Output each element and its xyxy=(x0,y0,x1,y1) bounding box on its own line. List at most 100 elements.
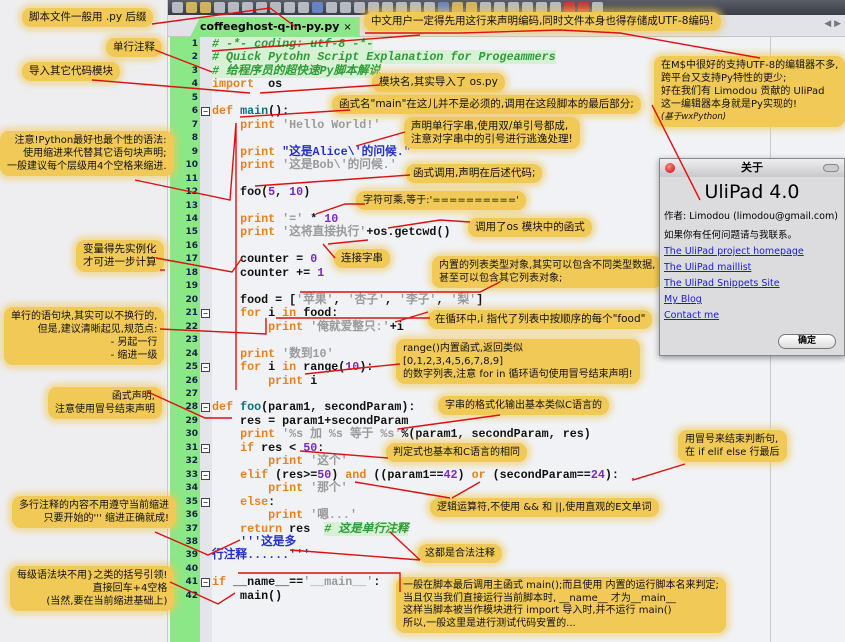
tab-scroll-arrows[interactable]: ◀ ▶ xyxy=(824,19,841,29)
save-icon[interactable] xyxy=(214,2,225,13)
code-token: main() xyxy=(212,588,283,603)
check-icon[interactable] xyxy=(592,2,603,13)
copy-icon[interactable] xyxy=(284,2,295,13)
cut-icon[interactable] xyxy=(270,2,281,13)
code-line[interactable]: print '这将直接执行'+os.getcwd() xyxy=(212,226,450,239)
code-line[interactable]: main() xyxy=(212,588,283,603)
link-snippets[interactable]: The UliPad Snippets Site xyxy=(664,278,780,289)
run-icon[interactable] xyxy=(522,2,533,13)
forward-icon[interactable] xyxy=(382,2,393,13)
code-line[interactable]: foo(5, 10) xyxy=(212,185,310,199)
code-token: print xyxy=(240,158,283,173)
tab-file[interactable]: coffeeghost-q-in-py.py× xyxy=(190,17,360,37)
code-token: food: xyxy=(296,306,339,321)
print-icon[interactable] xyxy=(242,2,253,13)
code-line[interactable]: print '俺就爱整只:'+i xyxy=(212,319,404,334)
panel-icon[interactable] xyxy=(410,2,421,13)
code-line[interactable]: # Quick Pytohn Script Explanation for Pr… xyxy=(212,50,556,65)
line-number: 19 xyxy=(185,281,198,292)
link-contact[interactable]: Contact me xyxy=(664,310,720,321)
code-line[interactable]: print '=' * 10 xyxy=(212,211,338,226)
close-button[interactable] xyxy=(665,163,675,173)
stop-icon[interactable] xyxy=(550,2,561,13)
fold-toggle-icon[interactable]: − xyxy=(201,107,210,117)
code-line[interactable]: print 'Hello World!' xyxy=(212,117,380,132)
window-icon[interactable] xyxy=(396,2,407,13)
fold-toggle-icon[interactable]: − xyxy=(201,578,210,588)
paste-icon[interactable] xyxy=(298,2,309,13)
fold-toggle-icon[interactable]: − xyxy=(201,403,210,413)
code-line[interactable]: print '嗯...' xyxy=(212,508,357,523)
code-line[interactable]: print '这是Bob\'的问候.' xyxy=(212,158,397,173)
close-icon[interactable]: × xyxy=(343,22,352,33)
undo-icon[interactable] xyxy=(312,2,323,13)
code-token xyxy=(212,320,268,334)
ok-button[interactable]: 确定 xyxy=(778,334,836,349)
tag-icon[interactable] xyxy=(466,2,477,13)
wrap-icon[interactable] xyxy=(494,2,505,13)
code-token: in xyxy=(282,306,297,321)
code-line[interactable]: print '这个' xyxy=(212,455,348,468)
code-line[interactable]: print '%s 加 %s 等于 %s'%(param1, secondPar… xyxy=(212,428,591,441)
run-args-icon[interactable] xyxy=(536,2,547,13)
code-line[interactable]: # 给程序员的超快速Py脚本解说 xyxy=(212,63,381,78)
link-homepage[interactable]: The UliPad project homepage xyxy=(664,246,804,257)
code-line[interactable]: print "这是Alice\'的问候." xyxy=(212,145,411,159)
code-line[interactable]: else: xyxy=(212,495,275,509)
link-maillist[interactable]: The UliPad maillist xyxy=(664,262,752,273)
code-line[interactable]: def foo(param1, secondParam): xyxy=(212,401,415,414)
code-line[interactable]: # -*- coding: utf-8 -*- xyxy=(212,37,374,51)
callout-range: range()内置函式,返回类似 [0,1,2,3,4,5,6,7,8,9] 的… xyxy=(396,339,640,384)
code-line[interactable]: counter = 0 xyxy=(212,253,317,266)
code-line[interactable]: res = param1+secondParam xyxy=(212,414,408,428)
code-line[interactable]: print '数到10' xyxy=(212,347,334,361)
new-file-icon[interactable] xyxy=(172,2,183,13)
fold-toggle-icon[interactable]: − xyxy=(201,443,210,453)
fold-toggle-icon[interactable]: − xyxy=(201,470,210,480)
shell-icon[interactable] xyxy=(438,2,449,13)
code-line[interactable]: return res # 这是单行注释 xyxy=(212,521,409,536)
code-token: '这个' xyxy=(310,454,348,469)
code-line[interactable]: food = ['苹果', '杏子', '李子', '梨'] xyxy=(212,292,483,307)
snippet-icon[interactable] xyxy=(452,2,463,13)
code-token xyxy=(212,454,268,468)
save-all-icon[interactable] xyxy=(228,2,239,13)
code-line[interactable]: for i in range(10): xyxy=(212,360,373,375)
fold-toggle-icon[interactable]: − xyxy=(201,363,210,373)
code-line[interactable]: print i xyxy=(212,374,317,388)
callout-encoding: 中文用户一定得先用这行来声明编码,同时文件本身也得存储成UTF-8编码! xyxy=(364,12,721,31)
callout-var-init: 变量得先实例化 才可进一步计算 xyxy=(76,240,164,272)
open-recent-icon[interactable] xyxy=(200,2,211,13)
toolbar-toggle-button[interactable] xyxy=(823,164,839,172)
callout-list: 内置的列表类型对象,其实可以包含不同类型数据, 甚至可以包含其它列表对象; xyxy=(432,256,663,288)
split-icon[interactable] xyxy=(424,2,435,13)
code-token: print xyxy=(240,211,283,226)
debug-step-icon[interactable] xyxy=(578,2,589,13)
code-line[interactable]: 行注释......''' xyxy=(212,549,310,562)
code-token: , xyxy=(436,292,451,307)
code-token: '嗯...' xyxy=(310,508,357,523)
find-icon[interactable] xyxy=(340,2,351,13)
code-token: print xyxy=(240,117,283,132)
settings-icon[interactable] xyxy=(508,2,519,13)
code-token: print xyxy=(268,319,311,334)
code-line[interactable]: counter += 1 xyxy=(212,266,324,280)
code-line[interactable]: for i in food: xyxy=(212,306,339,321)
code-token: i xyxy=(268,360,283,375)
link-blog[interactable]: My Blog xyxy=(664,294,702,305)
print-preview-icon[interactable] xyxy=(256,2,267,13)
fold-toggle-icon[interactable]: − xyxy=(201,497,210,507)
back-icon[interactable] xyxy=(368,2,379,13)
debug-icon[interactable] xyxy=(564,2,575,13)
replace-icon[interactable] xyxy=(354,2,365,13)
code-line[interactable]: print '那个' xyxy=(212,481,348,495)
open-folder-icon[interactable] xyxy=(186,2,197,13)
code-line[interactable]: def main(): xyxy=(212,105,289,118)
indent-icon[interactable] xyxy=(480,2,491,13)
callout-legal-comment: 这都是合法注释 xyxy=(418,544,502,563)
code-line[interactable]: if __name__=='__main__': xyxy=(212,576,380,589)
redo-icon[interactable] xyxy=(326,2,337,13)
code-line[interactable]: elif (res>=50) and ((param1==42) or (sec… xyxy=(212,468,619,482)
code-line[interactable]: import os xyxy=(212,78,282,91)
fold-toggle-icon[interactable]: − xyxy=(201,309,210,319)
